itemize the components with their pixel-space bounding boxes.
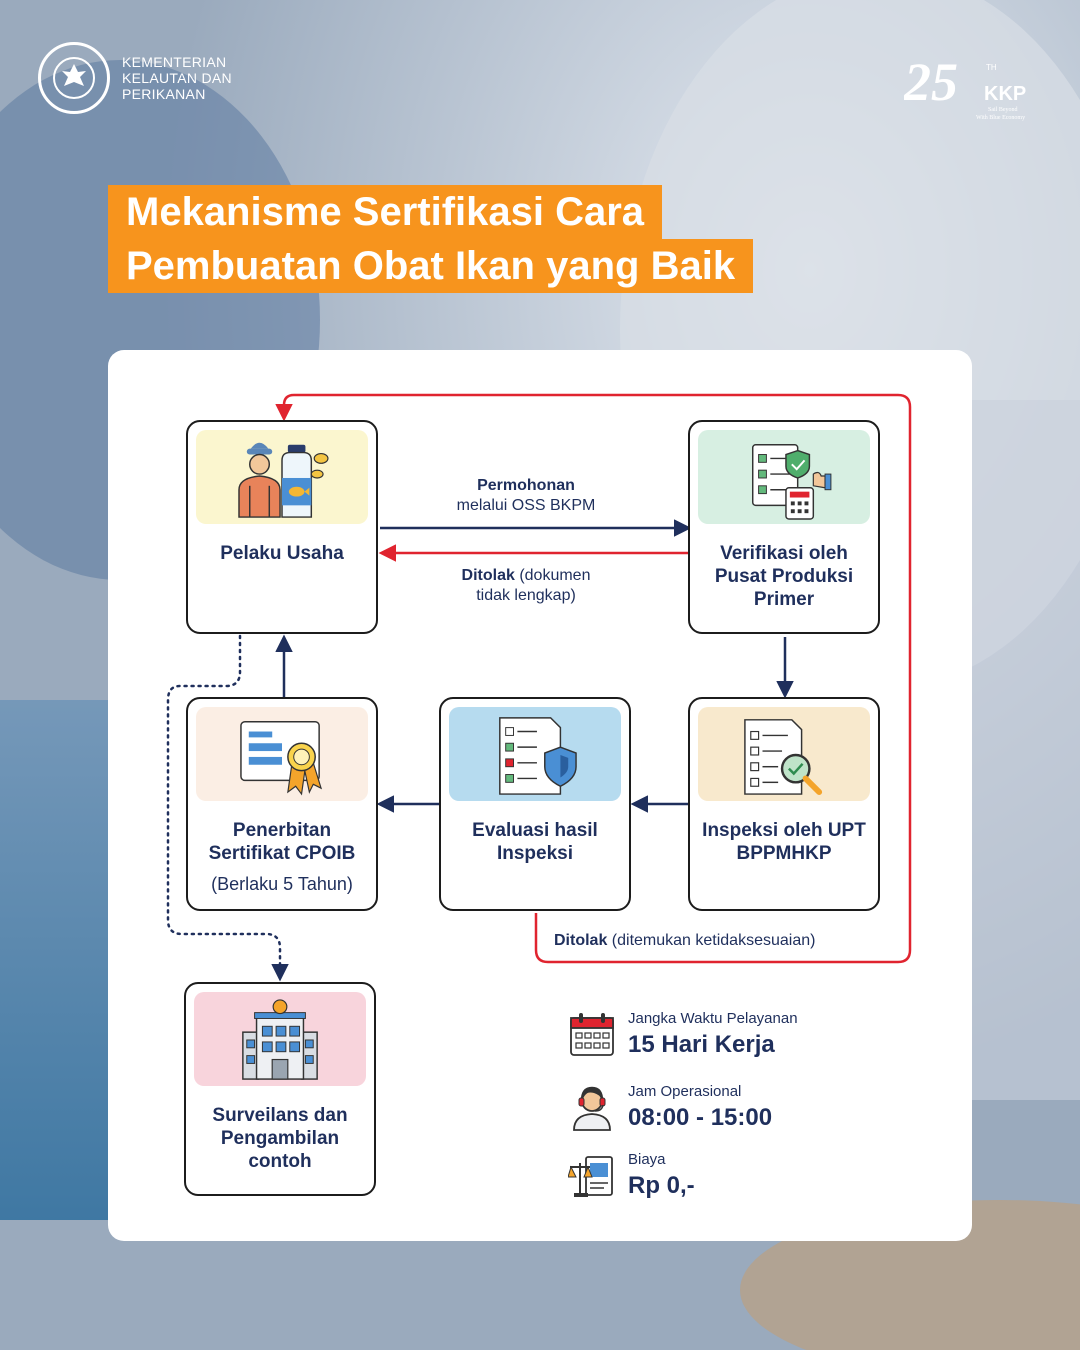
edge-label-ditolak-dokumen: Ditolak (dokumen tidak lengkap) xyxy=(424,566,628,606)
node-label: Verifikasi oleh Pusat Produksi Primer xyxy=(714,543,854,610)
flow-card: Pelaku Usaha Verifikasi oleh Pusat P xyxy=(108,350,972,1241)
info-value: Rp 0,- xyxy=(628,1172,695,1199)
kkp-brand: KKP xyxy=(984,83,1026,105)
tagline-1: Sail Beyond xyxy=(988,107,1018,113)
calendar-icon xyxy=(570,1013,614,1056)
kkp-25th-anniversary-logo: 25 TH KKP Sail Beyond With Blue Economy xyxy=(904,52,1026,121)
page-title-line-2: Pembuatan Obat Ikan yang Baik xyxy=(108,239,754,293)
ministry-header: KEMENTERIAN KELAUTAN DAN PERIKANAN xyxy=(38,42,232,114)
info-jam-operasional: Jam Operasional 08:00 - 15:00 xyxy=(568,1083,772,1133)
edge-label-text: tidak lengkap) xyxy=(476,587,576,604)
node-label: Evaluasi hasil Inspeksi xyxy=(472,820,598,864)
ministry-name-line: KELAUTAN DAN xyxy=(122,70,232,86)
checklist-shield-icon xyxy=(449,707,621,801)
garuda-emblem-icon xyxy=(38,42,110,114)
info-value: 08:00 - 15:00 xyxy=(628,1104,773,1131)
info-jangka-waktu: Jangka Waktu Pelayanan 15 Hari Kerja xyxy=(568,1010,798,1060)
operator-headset-icon xyxy=(573,1086,611,1131)
scale-document-icon xyxy=(568,1156,613,1197)
node-surveilans: Surveilans dan Pengambilan contoh xyxy=(184,982,376,1196)
node-label: Penerbitan Sertifikat CPOIB xyxy=(208,820,356,864)
fish-farmer-medicine-icon xyxy=(196,430,368,524)
edge-label-text: melalui OSS BKPM xyxy=(456,497,596,514)
node-sublabel: (Berlaku 5 Tahun) xyxy=(211,874,353,894)
info-label: Jam Operasional xyxy=(628,1083,742,1100)
ministry-name-line: PERIKANAN xyxy=(122,86,206,102)
office-building-icon xyxy=(194,992,366,1086)
edge-label-bold: Ditolak xyxy=(554,932,608,949)
document-magnifier-icon xyxy=(698,707,870,801)
tagline-2: With Blue Economy xyxy=(976,115,1025,121)
node-pelaku-usaha: Pelaku Usaha xyxy=(186,420,378,634)
ministry-name-line: KEMENTERIAN xyxy=(122,54,227,70)
node-label: Surveilans dan Pengambilan contoh xyxy=(212,1105,348,1172)
checklist-shield-calculator-icon xyxy=(698,430,870,524)
info-label: Biaya xyxy=(628,1151,666,1168)
edge-label-bold: Permohonan xyxy=(477,477,575,494)
anniversary-suffix: TH xyxy=(986,63,997,72)
certificate-icon xyxy=(196,707,368,801)
anniversary-number: 25 xyxy=(904,52,958,112)
node-evaluasi: Evaluasi hasil Inspeksi xyxy=(439,697,631,911)
node-verifikasi: Verifikasi oleh Pusat Produksi Primer xyxy=(688,420,880,634)
info-label: Jangka Waktu Pelayanan xyxy=(628,1010,798,1027)
node-inspeksi: Inspeksi oleh UPT BPPMHKP xyxy=(688,697,880,911)
edge-label-text: (dokumen xyxy=(514,567,591,584)
page-title-line-1: Mekanisme Sertifikasi Cara xyxy=(108,185,663,239)
ministry-name: KEMENTERIAN KELAUTAN DAN PERIKANAN xyxy=(122,54,232,102)
info-value: 15 Hari Kerja xyxy=(628,1031,775,1058)
node-penerbitan: Penerbitan Sertifikat CPOIB (Berlaku 5 T… xyxy=(186,697,378,911)
edge-label-permohonan: Permohonan melalui OSS BKPM xyxy=(424,476,628,516)
info-biaya: Biaya Rp 0,- xyxy=(568,1151,695,1201)
edge-label-bold: Ditolak xyxy=(461,567,515,584)
edge-label-text: (ditemukan ketidaksesuaian) xyxy=(607,932,816,949)
node-label: Pelaku Usaha xyxy=(220,543,344,564)
node-label: Inspeksi oleh UPT BPPMHKP xyxy=(702,820,866,864)
edge-label-ditolak-temuan: Ditolak (ditemukan ketidaksesuaian) xyxy=(554,931,894,951)
